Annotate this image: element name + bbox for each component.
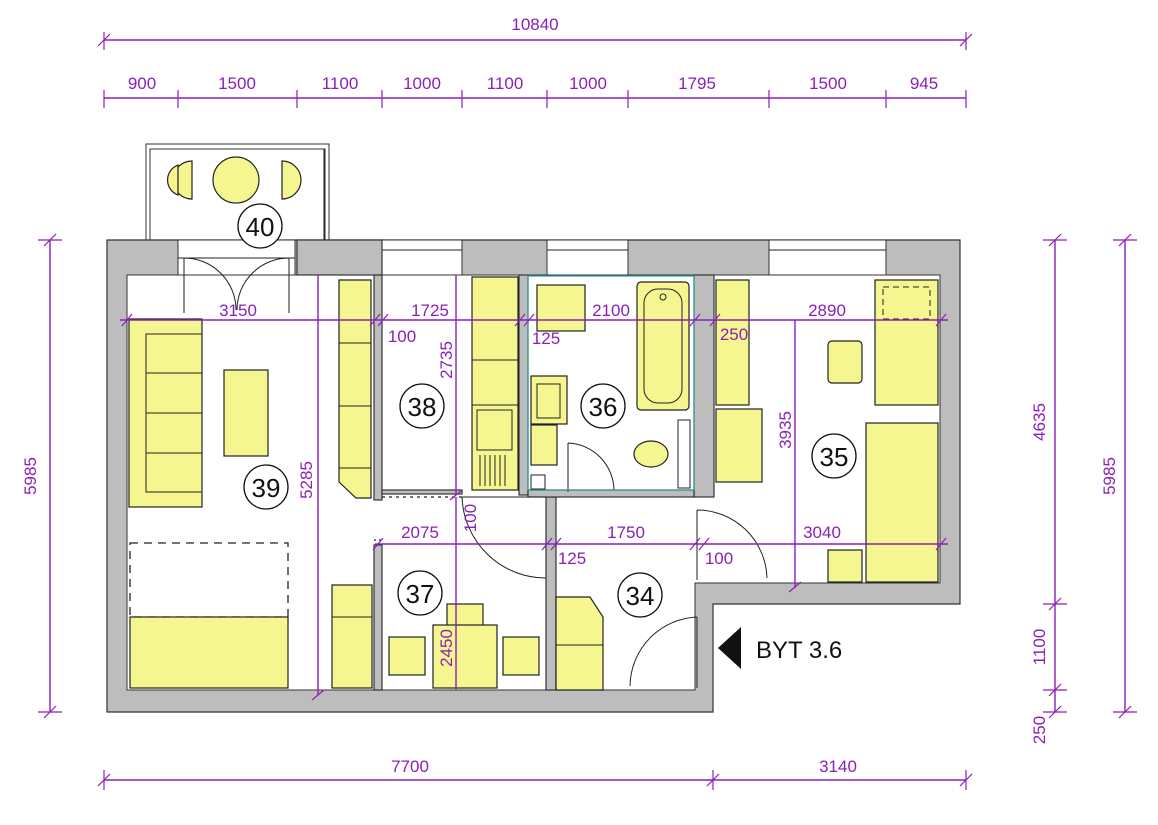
table-37: [432, 624, 498, 689]
dresser-35: [715, 408, 763, 483]
left-dimension: 5985: [21, 233, 62, 719]
unit-label: BYT 3.6: [756, 637, 842, 664]
room-labels: 40 39 38 36 35 37 34: [237, 203, 857, 618]
wardrobe: [338, 279, 372, 499]
room-38-number: 38: [408, 392, 437, 422]
dim-top-total: 10840: [511, 15, 558, 34]
kitchen-counter: [471, 276, 519, 491]
dim-right-seg-3: 250: [1030, 716, 1049, 744]
cabinet-39: [331, 584, 373, 689]
dim-top-seg-4: 1000: [403, 74, 441, 93]
interior-dimensions: 3150 1725 100 125 2100 250 2890 2075 125…: [120, 275, 948, 701]
dim-room38-height: 2735: [437, 341, 456, 379]
dim-top-seg-9: 945: [910, 74, 938, 93]
bed: [129, 616, 289, 689]
bottom-dimension: 7700 3140: [97, 757, 973, 790]
dim-wall-c: 250: [720, 325, 748, 344]
dim-room37-height: 2450: [437, 629, 456, 667]
room-39-number: 39: [252, 473, 281, 503]
room-34: 34: [617, 572, 663, 618]
room-40: 40: [237, 203, 283, 249]
dim-room35-width: 2890: [808, 301, 846, 320]
nightstand: [827, 549, 863, 583]
dim-right-total: 5985: [1100, 457, 1119, 495]
chair-37-right: [502, 636, 540, 676]
dim-top-seg-3: 1100: [322, 74, 359, 93]
coffee-table: [223, 369, 269, 457]
dim-wall-a: 100: [388, 327, 416, 346]
dim-wall-e: 125: [558, 549, 586, 568]
dim-top-seg-5: 1100: [487, 74, 524, 93]
dim-top-seg-7: 1795: [678, 74, 716, 93]
dim-bottom-left: 7700: [391, 757, 429, 776]
dim-left-total: 5985: [21, 457, 40, 495]
right-dimensions: 4635 1100 250 5985: [1030, 233, 1137, 744]
dim-room35-height: 3935: [776, 411, 795, 449]
balcony-chair-right: [281, 160, 302, 200]
balcony-table: [212, 156, 260, 204]
room-36: 36: [580, 383, 626, 429]
top-dimension-segments: 900 1500 1100 1000 1100 1000 1795 1500 9…: [103, 74, 967, 108]
room-39: 39: [243, 464, 289, 510]
dim-wall-b: 125: [532, 329, 560, 348]
room-37-number: 37: [406, 579, 435, 609]
dim-room35-width2: 3040: [803, 523, 841, 542]
room-38: 38: [399, 383, 445, 429]
unit-entrance-marker: BYT 3.6: [718, 627, 842, 669]
room-36-number: 36: [589, 392, 618, 422]
room-35: 35: [811, 433, 857, 479]
chair-35: [827, 340, 863, 384]
dim-room34-width: 1750: [607, 523, 645, 542]
toilet: [633, 440, 669, 468]
dim-room37-width: 2075: [401, 523, 439, 542]
balcony: [145, 143, 330, 242]
room-34-number: 34: [626, 581, 655, 611]
entrance-arrow-icon: [718, 627, 741, 669]
dim-wall-f: 100: [705, 549, 733, 568]
room-35-number: 35: [820, 442, 849, 472]
washing-machine: [536, 284, 586, 332]
top-dimension-total: 10840: [97, 15, 973, 50]
dim-top-seg-2: 1500: [218, 74, 256, 93]
chair-37-left: [388, 636, 426, 676]
bathtub: [636, 281, 690, 411]
doors: [183, 257, 768, 688]
furniture: [128, 275, 939, 691]
dim-top-seg-1: 900: [128, 74, 156, 93]
wardrobe-35: [715, 279, 750, 406]
desk: [874, 279, 939, 406]
dim-right-seg-2: 1100: [1030, 629, 1049, 666]
room-37: 37: [397, 570, 443, 616]
dim-room38-width: 1725: [411, 301, 449, 320]
dim-room36-width: 2100: [592, 301, 630, 320]
dim-room39-height: 5285: [297, 461, 316, 499]
entry-cabinet: [555, 596, 604, 691]
dim-wall-d: 100: [461, 504, 480, 532]
dim-room39-width: 3150: [219, 301, 257, 320]
dim-right-seg-1: 4635: [1030, 403, 1049, 441]
dim-top-seg-8: 1500: [809, 74, 847, 93]
cabinet-bath: [530, 424, 558, 466]
bed-35: [865, 422, 939, 583]
room-40-number: 40: [246, 212, 275, 242]
sink: [530, 375, 568, 425]
dim-top-seg-6: 1000: [569, 74, 607, 93]
dim-bottom-right: 3140: [819, 757, 857, 776]
